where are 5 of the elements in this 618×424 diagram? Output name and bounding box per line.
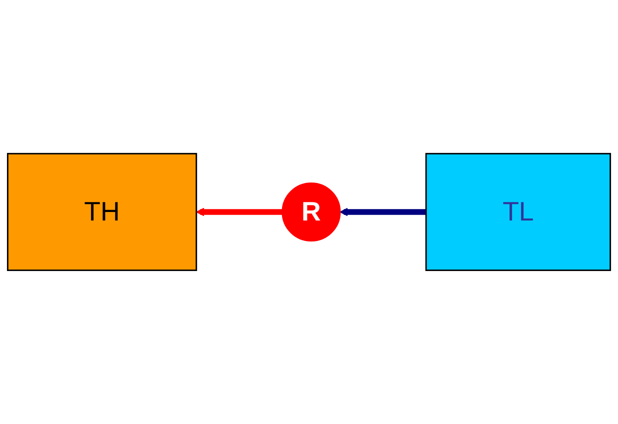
node-box: TL <box>425 152 612 272</box>
node-box: TH <box>6 152 198 272</box>
arrow <box>196 208 282 216</box>
arrow <box>340 208 426 216</box>
node-circle: R <box>282 182 341 242</box>
